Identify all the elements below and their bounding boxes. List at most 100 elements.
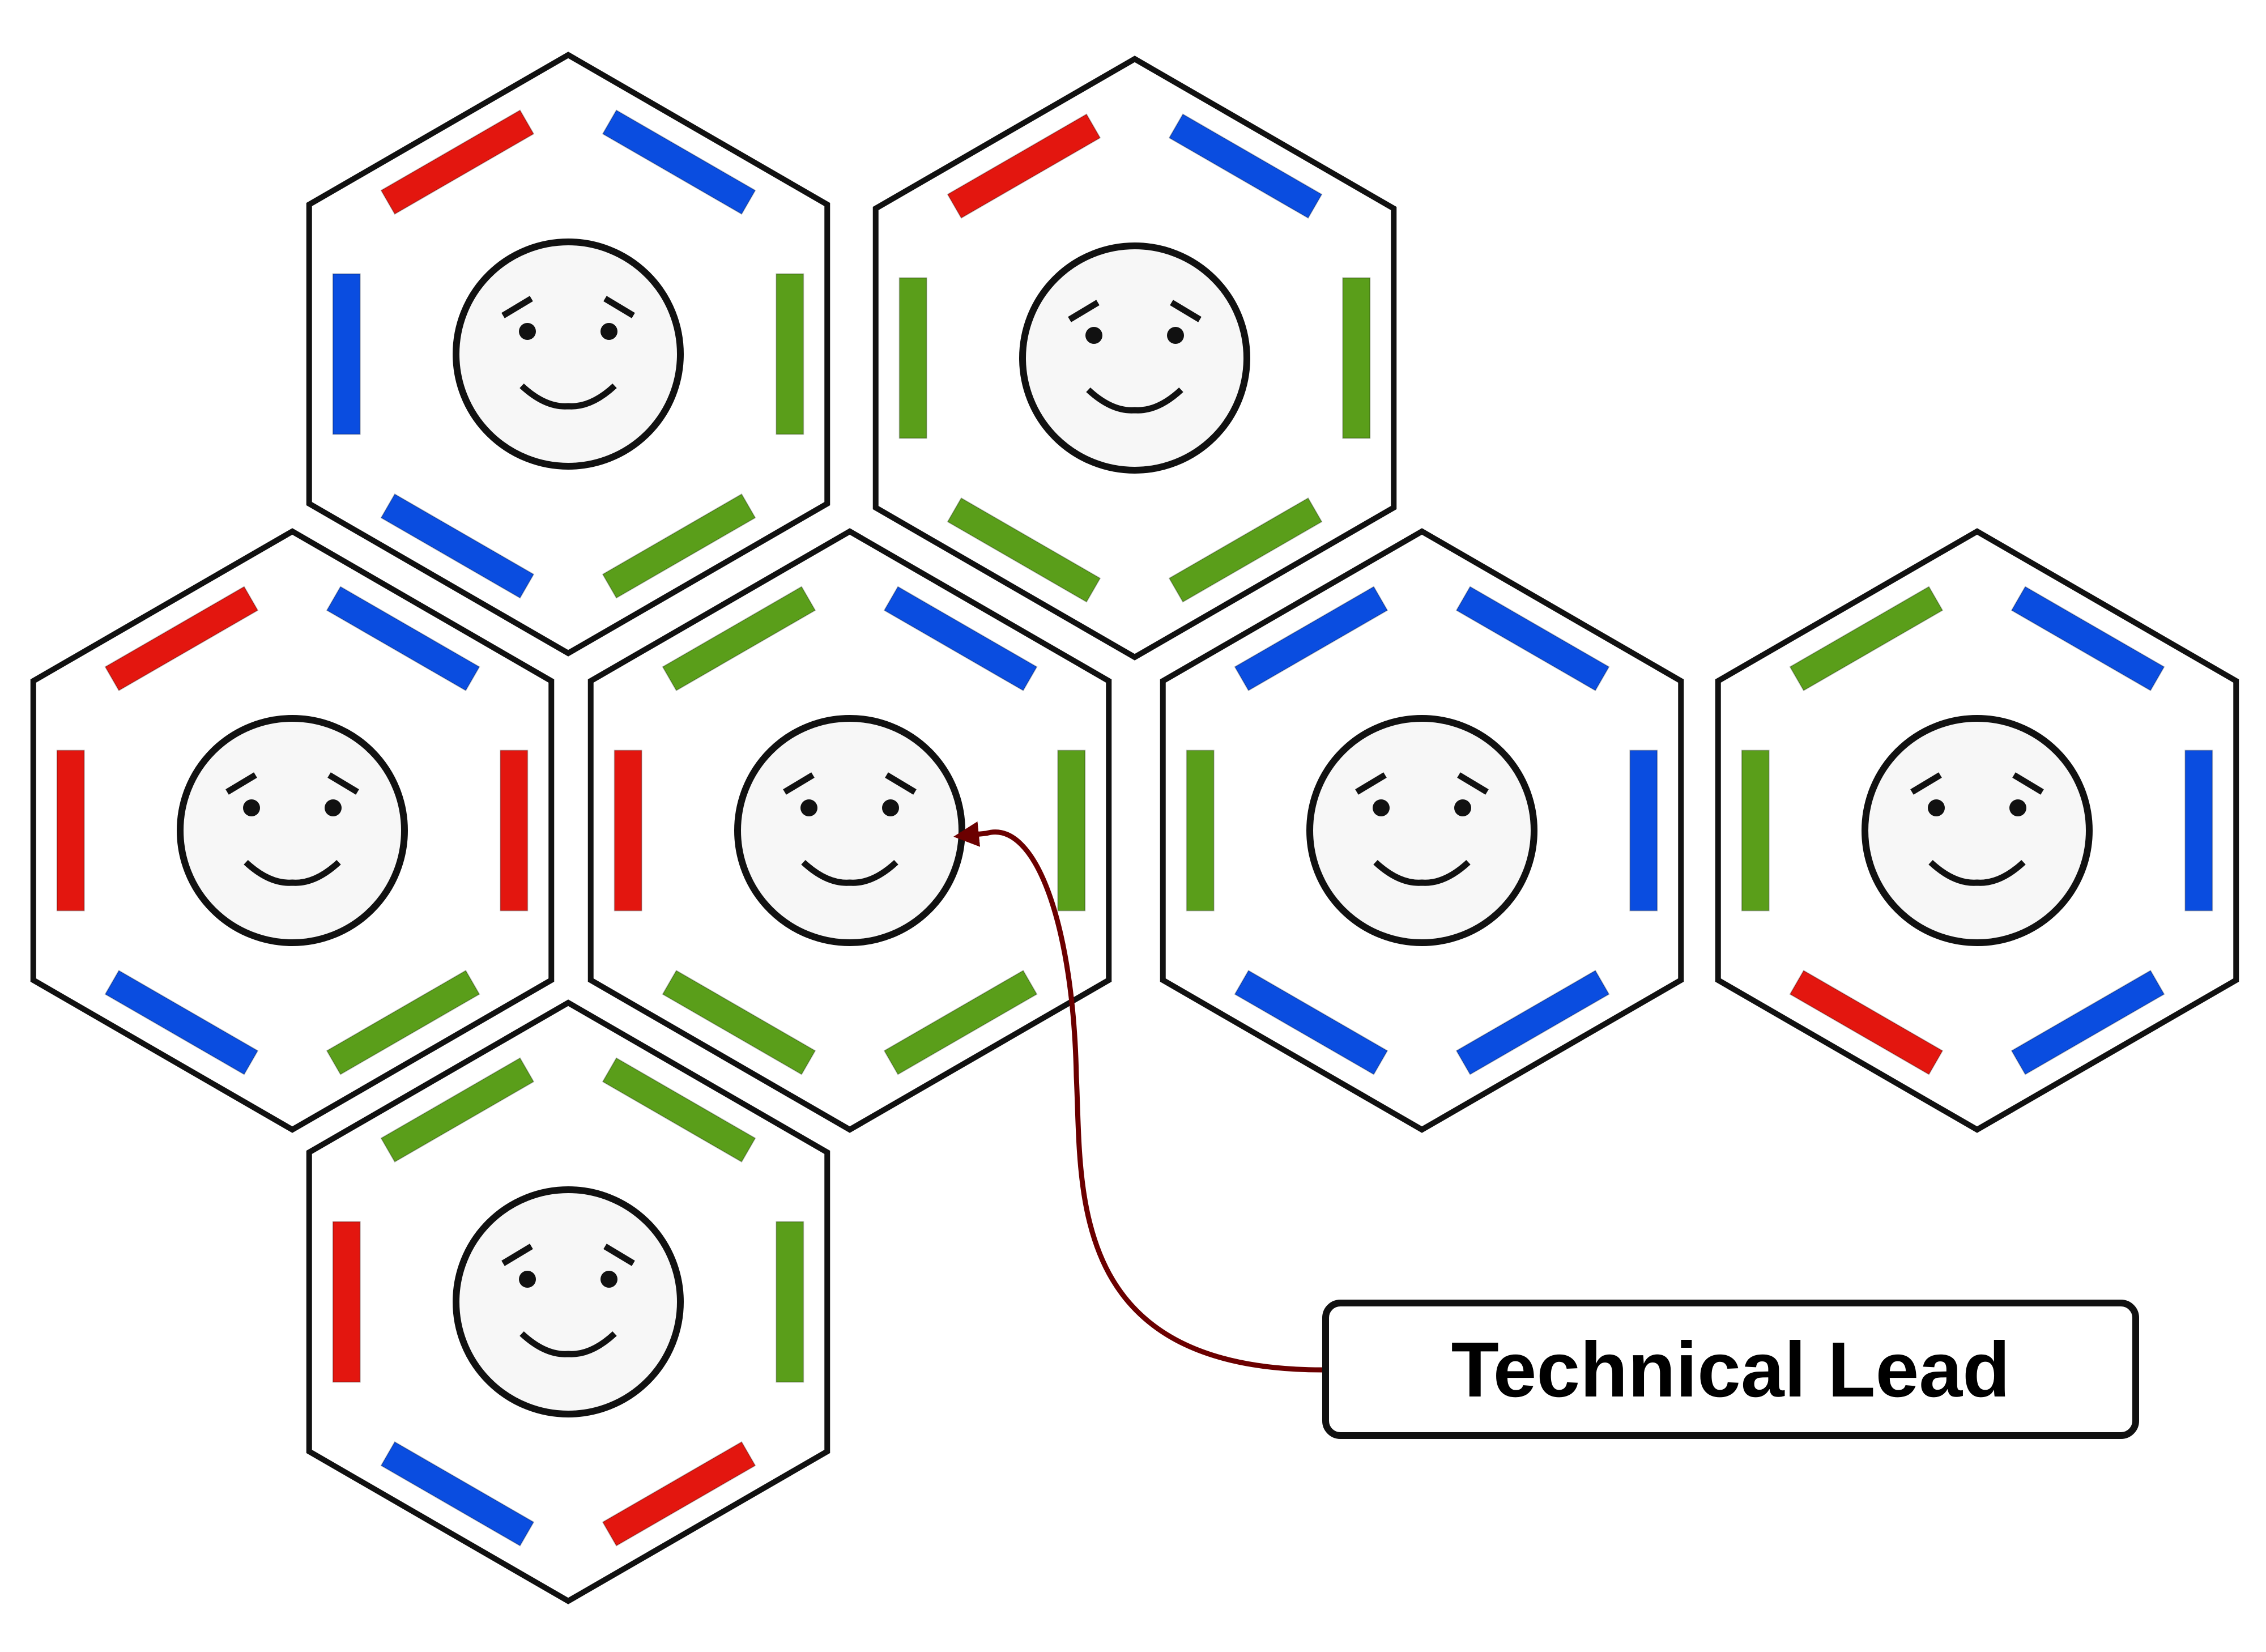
side-bar-left-red [332, 1221, 361, 1383]
right-eyebrow [1170, 300, 1202, 322]
hex-cell-middle-2 [587, 528, 1112, 1133]
right-eyebrow [327, 772, 359, 795]
left-eyebrow [225, 772, 257, 795]
callout-box [1322, 1300, 2139, 1439]
side-bar-right-green [776, 1221, 804, 1383]
mouth [1373, 859, 1471, 886]
right-eyebrow [2012, 772, 2044, 795]
side-bar-upper-left-red [947, 113, 1101, 219]
side-bar-lower-left-green [662, 969, 816, 1075]
side-bar-left-green [1741, 750, 1770, 912]
left-eye [519, 323, 536, 340]
side-bar-upper-right-blue [883, 586, 1038, 692]
smiley-face-icon [453, 239, 684, 470]
right-eyebrow [885, 772, 917, 795]
side-bar-left-green [898, 277, 927, 439]
left-eye [519, 1271, 536, 1288]
smiley-face-icon [453, 1186, 684, 1417]
right-eye [1454, 799, 1471, 816]
hex-cell-bottom [306, 999, 830, 1604]
side-bar-upper-right-blue [1455, 586, 1610, 692]
right-eye [2009, 799, 2026, 816]
face-circle [734, 715, 965, 946]
left-eye [1373, 799, 1390, 816]
side-bar-right-green [1057, 750, 1086, 912]
callout: Technical Lead [953, 821, 2139, 1439]
right-eye [600, 1271, 617, 1288]
smiley-face-icon [1862, 715, 2093, 946]
side-bar-lower-left-blue [380, 493, 535, 599]
side-bar-lower-right-blue [1455, 969, 1610, 1075]
side-bar-lower-left-red [1789, 969, 1944, 1075]
mouth [1928, 859, 2026, 886]
side-bar-lower-right-blue [2011, 969, 2165, 1075]
side-bar-lower-right-green [1168, 497, 1323, 603]
side-bar-lower-right-green [883, 969, 1038, 1075]
side-bar-lower-right-green [326, 969, 480, 1075]
side-bar-left-blue [332, 273, 361, 435]
face-circle [177, 715, 408, 946]
hex-cell-middle-3 [1160, 528, 1684, 1133]
smiley-face-icon [1306, 715, 1537, 946]
left-eye [1085, 327, 1102, 344]
mouth [519, 383, 617, 410]
side-bar-lower-left-blue [1234, 969, 1388, 1075]
smiley-face-icon [177, 715, 408, 946]
side-bar-upper-left-green [662, 586, 816, 692]
left-eye [1928, 799, 1945, 816]
left-eyebrow [1910, 772, 1942, 795]
side-bar-upper-right-blue [2011, 586, 2165, 692]
left-eyebrow [501, 296, 533, 318]
side-bar-right-blue [2184, 750, 2213, 912]
side-bar-upper-left-red [380, 109, 535, 215]
side-bar-lower-right-green [602, 493, 756, 599]
side-bar-upper-left-blue [1234, 586, 1388, 692]
face-circle [453, 1186, 684, 1417]
smiley-face-icon [734, 715, 965, 946]
side-bar-right-green [776, 273, 804, 435]
left-eyebrow [783, 772, 815, 795]
left-eye [243, 799, 260, 816]
side-bar-upper-left-green [380, 1057, 535, 1163]
side-bar-lower-left-blue [380, 1441, 535, 1547]
face-circle [1862, 715, 2093, 946]
left-eyebrow [1068, 300, 1100, 322]
side-bar-lower-right-red [602, 1441, 756, 1547]
side-bar-lower-left-blue [104, 969, 259, 1075]
hex-cell-middle-4 [1715, 528, 2239, 1133]
side-bar-upper-left-green [1789, 586, 1944, 692]
side-bar-upper-left-red [104, 586, 259, 692]
mouth [801, 859, 898, 886]
side-bar-upper-right-green [602, 1057, 756, 1163]
smiley-face-icon [1019, 242, 1250, 474]
hex-cell-top-right [872, 56, 1397, 661]
right-eyebrow [1457, 772, 1489, 795]
right-eye [1167, 327, 1184, 344]
side-bar-right-green [1342, 277, 1371, 439]
side-bar-right-red [500, 750, 529, 912]
side-bar-upper-right-blue [1168, 113, 1323, 219]
side-bar-right-blue [1629, 750, 1658, 912]
face-circle [1019, 242, 1250, 474]
mouth [519, 1331, 617, 1357]
right-eye [882, 799, 899, 816]
left-eyebrow [1355, 772, 1387, 795]
mouth [244, 859, 341, 886]
hex-cell-top-left [306, 52, 830, 657]
side-bar-left-red [56, 750, 85, 912]
right-eye [600, 323, 617, 340]
side-bar-left-green [1186, 750, 1215, 912]
side-bar-left-red [614, 750, 642, 912]
side-bar-upper-right-blue [602, 109, 756, 215]
side-bar-upper-right-blue [326, 586, 480, 692]
mouth [1086, 387, 1183, 414]
left-eyebrow [501, 1244, 533, 1266]
left-eye [800, 799, 817, 816]
callout-arrow [953, 821, 1323, 1373]
hex-cell-middle-1 [30, 528, 555, 1133]
face-circle [453, 239, 684, 470]
callout-label: Technical Lead [1451, 1326, 2011, 1413]
right-eyebrow [603, 1244, 635, 1266]
hexagon-cells [30, 52, 2239, 1604]
